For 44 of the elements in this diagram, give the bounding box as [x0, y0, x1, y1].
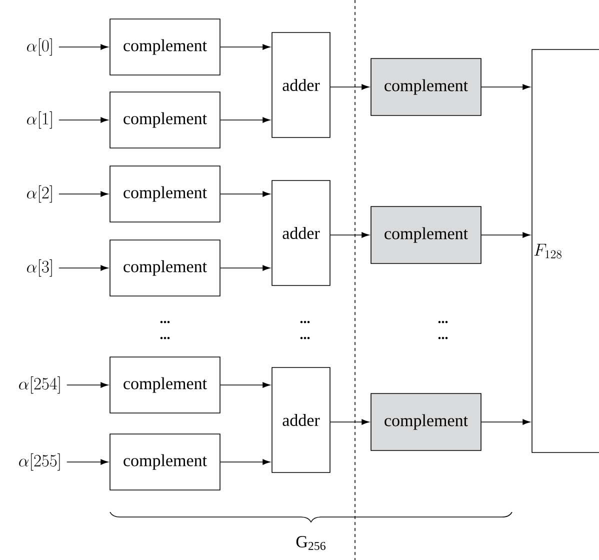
- arrow: [481, 232, 530, 238]
- complement-box: complement: [110, 18, 220, 76]
- input-label: $\alpha[3]$: [26, 259, 52, 277]
- group-label: G$_{256}$: [296, 536, 326, 550]
- arrow: [58, 191, 108, 197]
- arrow: [481, 84, 530, 90]
- ellipsis: ...: [160, 320, 170, 324]
- ellipsis: ...: [300, 320, 310, 324]
- input-label: $\alpha[255]$: [19, 453, 60, 471]
- function-box: $F_{128}$: [532, 49, 599, 453]
- arrow: [220, 382, 270, 388]
- arrow: [330, 419, 370, 425]
- arrow: [481, 419, 530, 425]
- complement-box: complement: [110, 92, 220, 148]
- adder-box: adder: [272, 180, 330, 286]
- input-label: $\alpha[1]$: [26, 111, 52, 129]
- arrow: [58, 44, 108, 50]
- complement-box: complement: [110, 434, 220, 490]
- ellipsis: ...: [438, 320, 448, 324]
- input-label: $\alpha[254]$: [19, 376, 60, 394]
- ellipsis: ...: [160, 336, 170, 340]
- arrow: [220, 117, 270, 123]
- arrow: [58, 117, 108, 123]
- input-label: $\alpha[0]$: [26, 38, 52, 56]
- complement-box: complement: [370, 58, 482, 116]
- arrow: [220, 459, 270, 465]
- ellipsis: ...: [438, 336, 448, 340]
- complement-box: complement: [370, 393, 482, 451]
- complement-box: complement: [110, 240, 220, 296]
- arrow: [220, 44, 270, 50]
- arrow: [330, 232, 370, 238]
- arrow: [58, 265, 108, 271]
- arrow: [330, 84, 370, 90]
- arrow: [66, 382, 108, 388]
- adder-box: adder: [272, 32, 330, 138]
- input-label: $\alpha[2]$: [26, 185, 52, 203]
- arrow: [66, 459, 108, 465]
- arrow: [220, 265, 270, 271]
- complement-box: complement: [370, 206, 482, 264]
- adder-box: adder: [272, 367, 330, 473]
- arrow: [220, 191, 270, 197]
- complement-box: complement: [110, 356, 220, 414]
- ellipsis: ...: [300, 336, 310, 340]
- complement-box: complement: [110, 166, 220, 222]
